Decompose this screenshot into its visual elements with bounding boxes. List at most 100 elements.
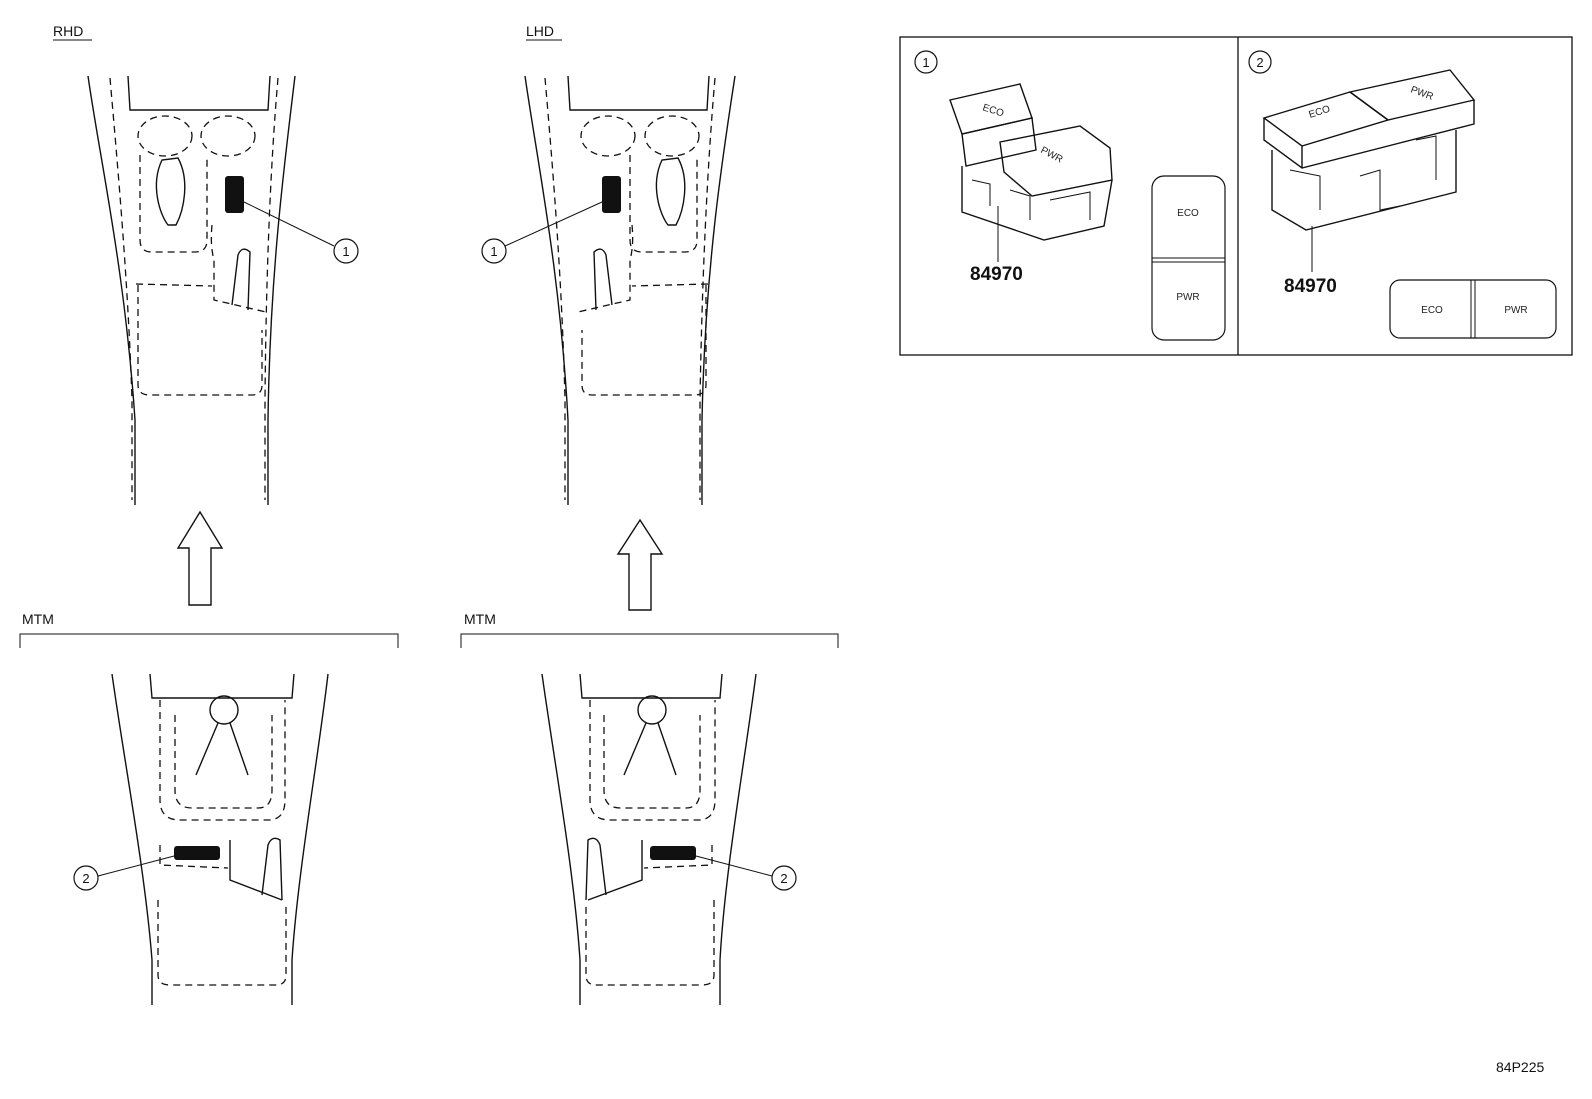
- lhd-mtm-lid-handle: [585, 837, 607, 901]
- lhd-mtm-tray: [643, 845, 713, 869]
- panel-2-housing: [1271, 130, 1457, 231]
- panel-1-housing: [961, 166, 1113, 241]
- lhd-top-bezel: [567, 75, 710, 111]
- lhd-shift-lever: [655, 157, 686, 226]
- panel-2-face-view: [1389, 279, 1557, 339]
- rhd-mtm-shift-knob: [209, 695, 239, 725]
- rhd-center-tray: [210, 224, 267, 313]
- panel-1-switch-pwr: PWR: [1039, 145, 1065, 166]
- rhd-armrest: [137, 285, 263, 396]
- rhd-console-outer-left: [87, 75, 136, 505]
- lhd-mtm-lid-edge: [587, 840, 643, 901]
- lhd-center-tray: [577, 224, 634, 313]
- lhd-lid-handle: [593, 248, 613, 311]
- panel-1-part-number: 84970: [970, 264, 1023, 285]
- rhd-shift-lever: [155, 157, 186, 226]
- rhd-shifter-bay: [139, 155, 208, 253]
- rhd-armrest-top: [135, 283, 213, 287]
- panel-2-face-eco: ECO: [1421, 305, 1443, 316]
- rhd-mtm-tray: [159, 845, 229, 869]
- rhd-switch-location: [225, 176, 244, 213]
- lhd-bottom-callout: 2: [780, 871, 787, 886]
- lhd-console-inner-left: [544, 77, 566, 500]
- rhd-top-callout-circle: [333, 238, 359, 264]
- panel-1-face-eco: ECO: [1177, 208, 1199, 219]
- panel-2-face-pwr: PWR: [1504, 305, 1527, 316]
- lhd-mtm-gate-outer: [589, 700, 716, 821]
- panel-1-eco-key-front: [961, 117, 1037, 167]
- lhd-mtm-armrest: [585, 900, 715, 986]
- panel-2-switch-eco: ECO: [1308, 104, 1332, 121]
- rhd-console-inner-right: [264, 77, 279, 500]
- rhd-mtm-top-bezel: [149, 673, 295, 699]
- lhd-mtm-top-bezel: [579, 673, 723, 699]
- rhd-mtm-gate-inner: [174, 715, 273, 809]
- lhd-cup-holder-left: [580, 115, 636, 157]
- lhd-bottom-callout-circle: [771, 865, 797, 891]
- rhd-mtm-switch-location: [174, 846, 220, 860]
- rhd-cup-holder-left: [137, 115, 193, 157]
- mtm-right-bracket: [460, 633, 839, 648]
- rhd-mtm-outer-right: [291, 673, 329, 1005]
- rhd-mtm-console-drawing: 2: [73, 673, 329, 1005]
- panel-2-key-front: [1263, 100, 1475, 169]
- lhd-mtm-outer-right: [719, 673, 757, 1005]
- lhd-cup-holder-right: [644, 115, 700, 157]
- panel-2-eco-key-top: [1262, 91, 1390, 147]
- lhd-armrest-top: [631, 283, 709, 287]
- lhd-mtm-shift-knob: [637, 695, 667, 725]
- lhd-shifter-bay: [629, 155, 698, 253]
- detail-panels-frame: [899, 36, 1573, 356]
- lhd-top-callout-circle: [481, 238, 507, 264]
- rhd-bottom-callout-circle: [73, 865, 99, 891]
- rhd-mtm-outer-left: [111, 673, 153, 1005]
- lhd-mtm-console-drawing: 2: [541, 673, 797, 1005]
- rhd-mtm-lid-handle: [261, 837, 283, 901]
- lhd-top-callout: 1: [490, 244, 497, 259]
- rhd-console-outer-right: [267, 75, 296, 505]
- rhd-top-leader: [243, 201, 335, 247]
- mtm-right-label: MTM: [464, 611, 496, 627]
- lhd-top-leader: [504, 201, 603, 247]
- rhd-mtm-shift-boot: [195, 722, 249, 776]
- rhd-console-drawing: RHD 1: [53, 23, 359, 505]
- panel-1-face-pwr: PWR: [1176, 292, 1199, 303]
- rhd-console-inner-left: [109, 77, 133, 500]
- detail-panel-2: 2 ECO PWR 84970 ECO PWR: [1248, 50, 1557, 339]
- rhd-mtm-gate-outer: [159, 700, 286, 821]
- rhd-bottom-callout: 2: [82, 871, 89, 886]
- lhd-label: LHD: [526, 23, 554, 39]
- lhd-mtm-outer-left: [541, 673, 581, 1005]
- lhd-armrest: [581, 285, 707, 396]
- lhd-console-drawing: LHD 1: [481, 23, 736, 505]
- mtm-left-label: MTM: [22, 611, 54, 627]
- rhd-top-callout: 1: [342, 244, 349, 259]
- lhd-bottom-leader: [695, 855, 773, 877]
- lhd-console-outer-left: [524, 75, 569, 505]
- panel-1-index: 1: [922, 55, 929, 70]
- lhd-console-outer-right: [701, 75, 736, 505]
- rhd-up-arrow-icon: [176, 510, 224, 606]
- panel-2-index: 2: [1256, 55, 1263, 70]
- panel-1-switch-eco: ECO: [981, 102, 1005, 119]
- panel-2-index-circle: [1248, 50, 1272, 74]
- rhd-label: RHD: [53, 23, 83, 39]
- lhd-mtm-shift-boot: [623, 722, 677, 776]
- panel-2-part-number: 84970: [1284, 276, 1337, 297]
- panel-1-housing-detail: [971, 179, 1091, 220]
- diagram-code: 84P225: [1496, 1059, 1544, 1075]
- mtm-left-bracket: [19, 633, 399, 648]
- rhd-top-bezel: [127, 75, 271, 111]
- lhd-console-inner-right: [699, 77, 716, 500]
- rhd-cup-holder-right: [200, 115, 256, 157]
- panel-2-switch-pwr: PWR: [1409, 84, 1435, 102]
- rhd-mtm-lid-edge: [229, 840, 283, 901]
- lhd-mtm-switch-location: [650, 846, 696, 860]
- rhd-lid-handle: [231, 248, 251, 311]
- lhd-switch-location: [602, 176, 621, 213]
- detail-panel-1: 1 ECO PWR 84970 ECO PWR: [914, 50, 1226, 341]
- lhd-up-arrow-icon: [616, 518, 664, 611]
- panel-1-index-circle: [914, 50, 938, 74]
- rhd-mtm-armrest: [157, 900, 287, 986]
